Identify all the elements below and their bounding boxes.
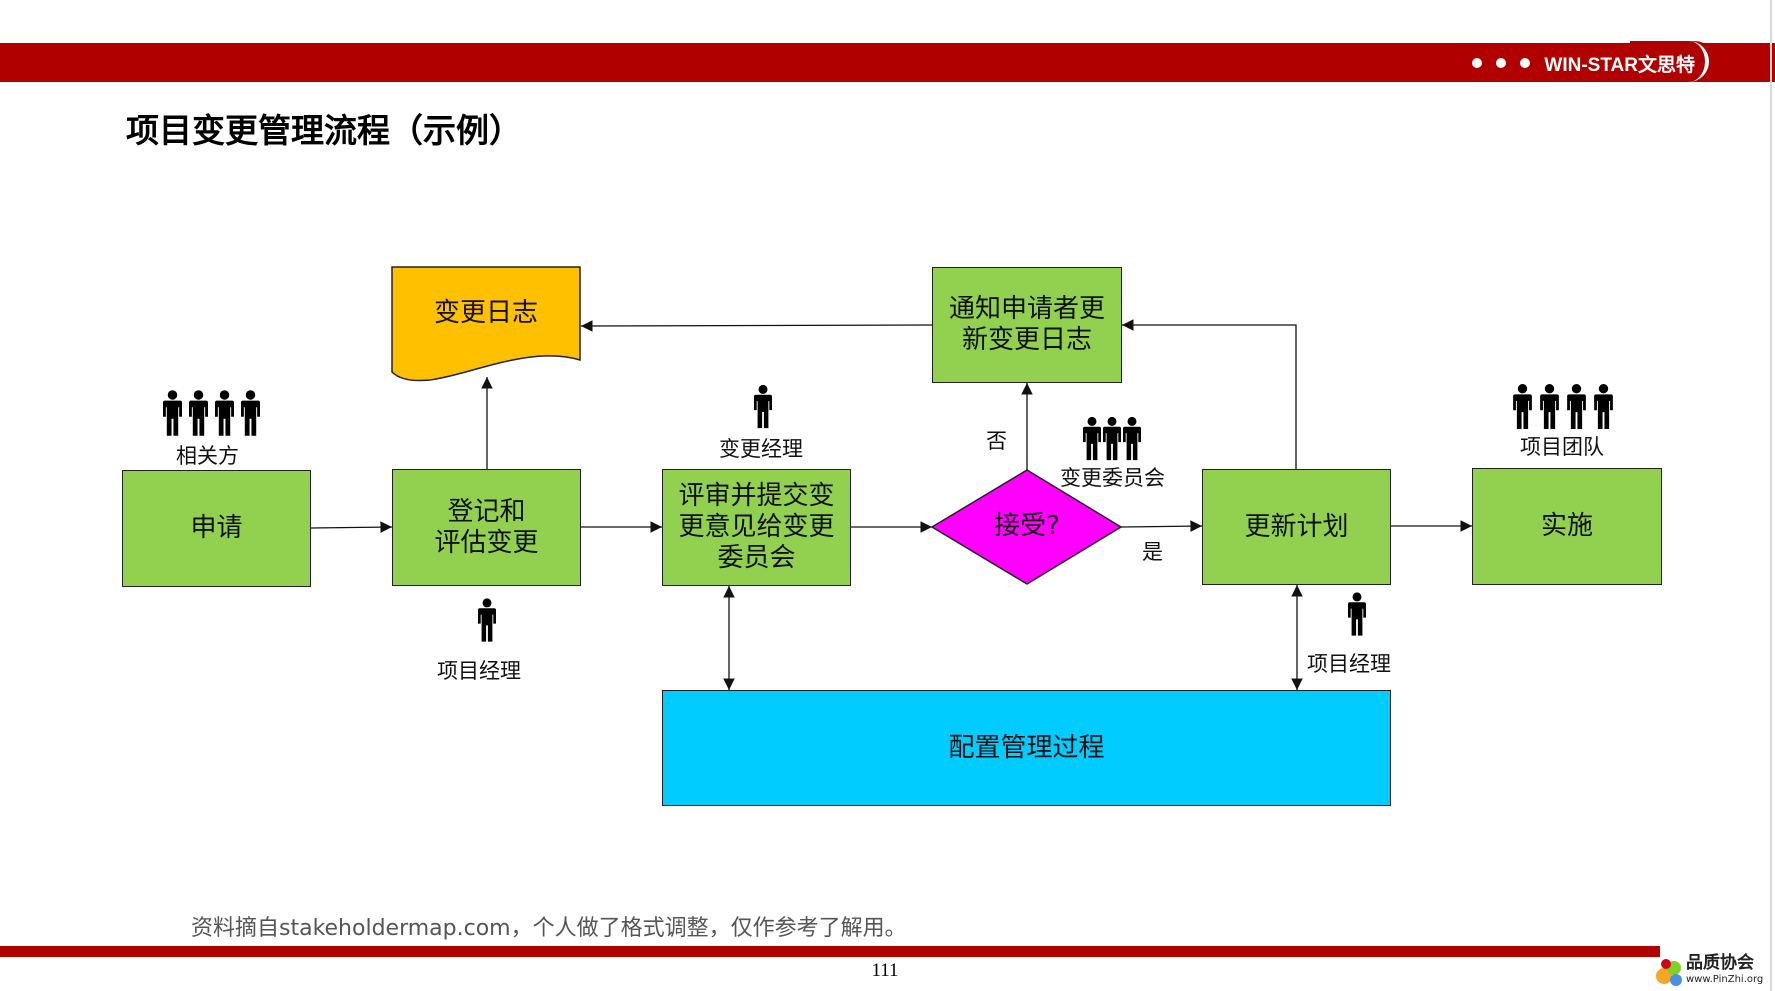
arrow-apply-register	[310, 521, 393, 533]
person-icon	[1348, 592, 1366, 636]
stakeholders-icon	[163, 390, 260, 436]
register-box: 登记和 评估变更	[392, 469, 581, 586]
review-label-line2: 更意见给变更	[678, 512, 835, 542]
dot-icon	[1496, 58, 1507, 68]
source-note: 资料摘自stakeholdermap.com，个人做了格式调整，仅作参考了解用。	[191, 916, 907, 941]
notify-label-line1: 通知申请者更	[948, 294, 1105, 324]
pm-update-label: 项目经理	[1307, 652, 1391, 676]
dot-icon	[1520, 58, 1531, 68]
logo-url: www.PinZhi.org	[1686, 974, 1764, 985]
pm-register-label: 项目经理	[437, 659, 521, 683]
page-title: 项目变更管理流程（示例）	[126, 111, 522, 150]
edge-no-label: 否	[986, 429, 1007, 453]
flower-icon	[1656, 959, 1682, 986]
review-label-line3: 委员会	[717, 543, 796, 573]
config-label: 配置管理过程	[948, 732, 1105, 763]
register-label-line1: 登记和	[447, 496, 526, 527]
pinzhi-logo: 品质协会 www.PinZhi.org	[1652, 948, 1770, 990]
decision-label: 接受?	[994, 511, 1060, 541]
person-icon	[478, 598, 496, 642]
change-log-shape	[391, 266, 581, 382]
implement-label: 实施	[1540, 511, 1593, 541]
top-banner-cap	[1630, 41, 1709, 82]
committee-icon	[1083, 416, 1141, 461]
arrow-update-notify	[1122, 319, 1297, 469]
page-number: 111	[871, 960, 899, 981]
update-plan-label: 更新计划	[1244, 511, 1349, 542]
decision-diamond	[930, 469, 1123, 585]
register-label-line2: 评估变更	[434, 527, 539, 558]
slide-edge	[1770, 0, 1772, 991]
brand-name: WIN-STAR文思特	[1544, 54, 1695, 76]
change-log-label: 变更日志	[433, 298, 538, 328]
person-icon	[754, 384, 772, 429]
brand-header: WIN-STAR文思特	[1472, 49, 1695, 77]
review-box: 评审并提交变 更意见给变更 委员会	[662, 469, 851, 586]
logo-text: 品质协会	[1686, 953, 1754, 973]
implement-box: 实施	[1472, 468, 1662, 585]
arrow-notify-log	[580, 320, 933, 332]
update-plan-box: 更新计划	[1202, 469, 1391, 585]
review-label-line1: 评审并提交变	[678, 481, 835, 511]
notify-box: 通知申请者更 新变更日志	[932, 267, 1122, 383]
apply-label: 申请	[190, 513, 243, 543]
edge-yes-label: 是	[1142, 540, 1163, 564]
change-manager-label: 变更经理	[719, 437, 803, 461]
team-label: 项目团队	[1520, 435, 1604, 459]
apply-box: 申请	[122, 470, 311, 587]
dot-icon	[1472, 58, 1483, 68]
bottom-banner	[0, 946, 1660, 957]
config-box: 配置管理过程	[662, 690, 1391, 806]
notify-label-line2: 新变更日志	[961, 325, 1092, 355]
ccb-label: 变更委员会	[1060, 466, 1165, 490]
team-icon	[1513, 384, 1613, 429]
stakeholders-label: 相关方	[176, 444, 239, 468]
arrow-decision-update	[1120, 520, 1203, 532]
